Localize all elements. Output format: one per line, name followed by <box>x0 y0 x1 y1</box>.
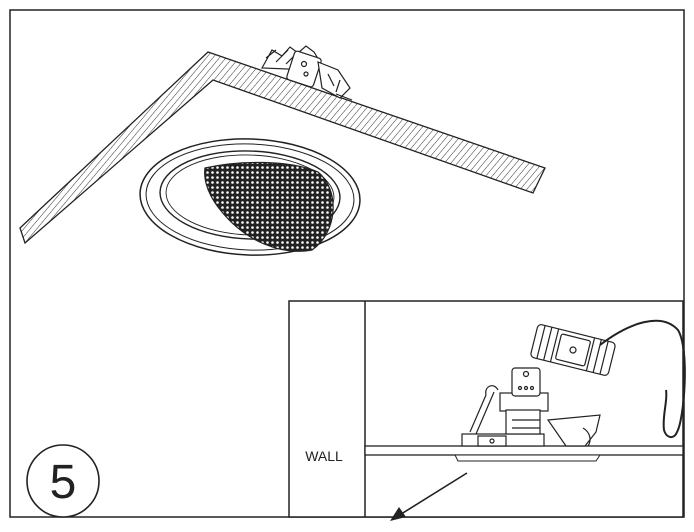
reflector-mesh <box>204 161 334 252</box>
down-left-arrow-icon <box>390 472 468 521</box>
fixture-housing <box>261 45 353 101</box>
step-number: 5 <box>50 456 77 509</box>
ceiling-slab <box>19 51 546 245</box>
inset-detail <box>288 300 684 518</box>
step-badge: 5 <box>26 444 100 518</box>
inset-fixture <box>461 319 686 447</box>
wall-label: WALL <box>305 448 343 464</box>
